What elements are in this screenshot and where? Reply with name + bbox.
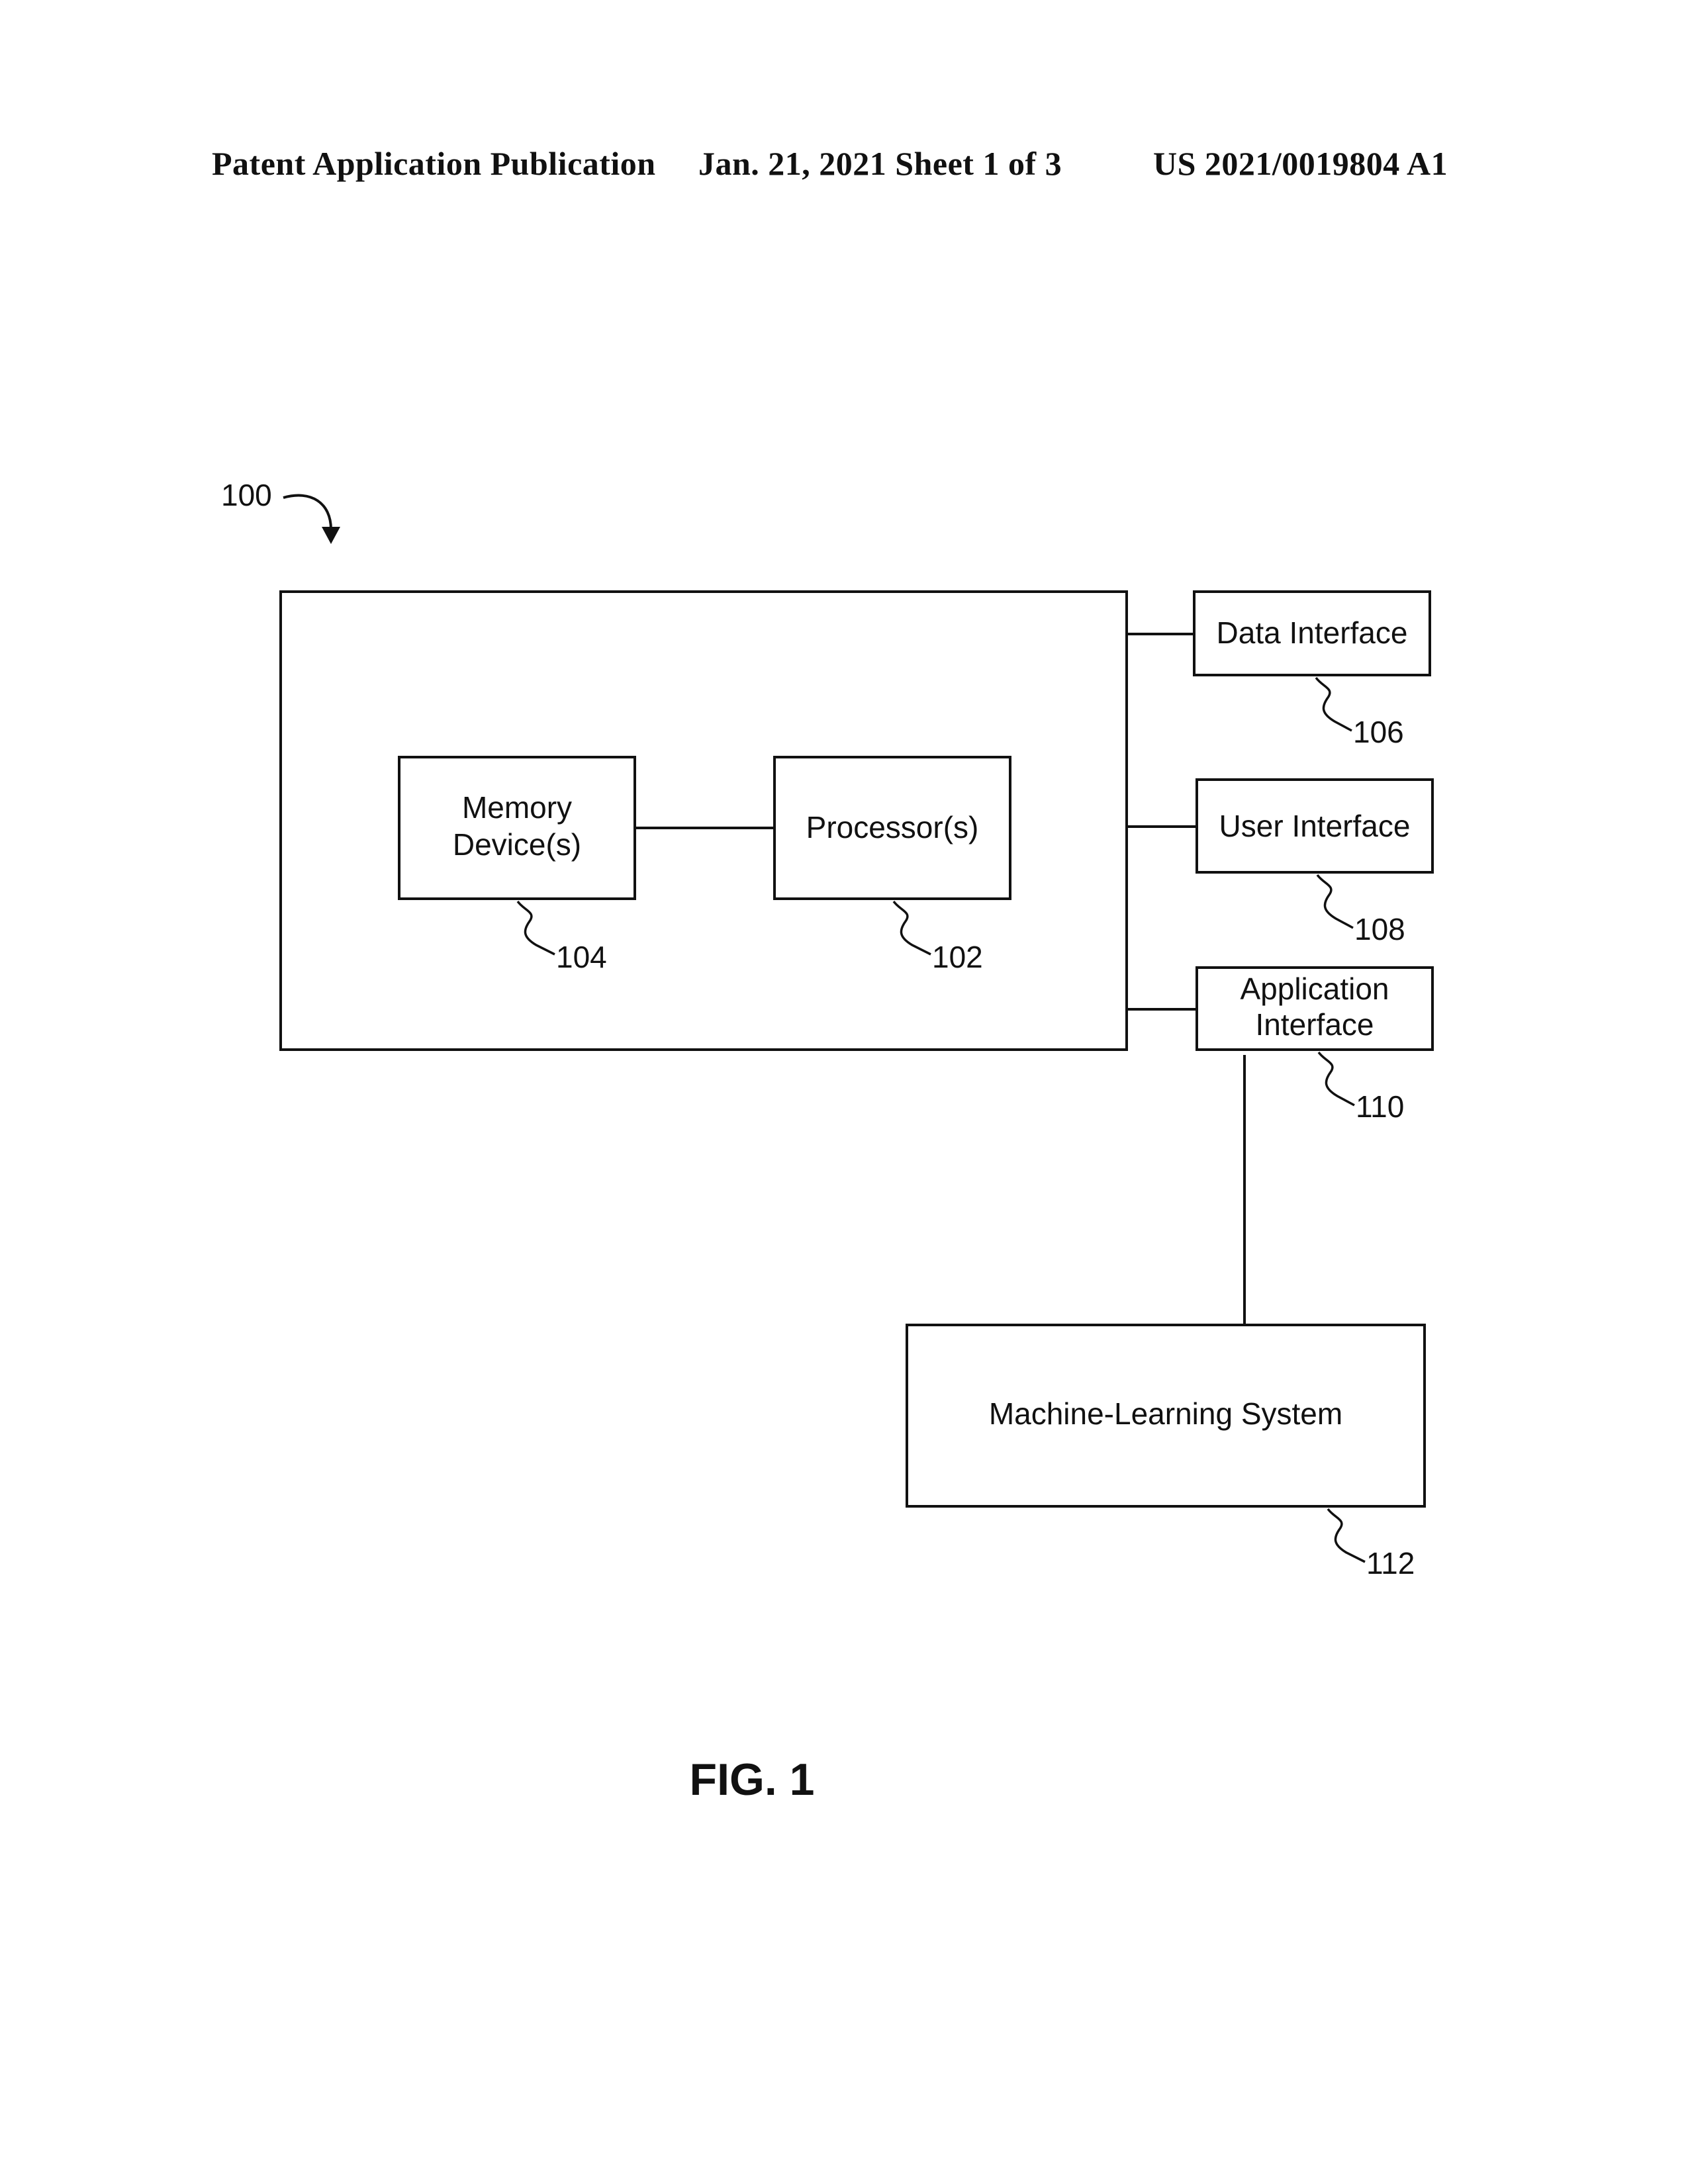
ml-system-ref-label: 112 <box>1366 1546 1415 1580</box>
memory-ref-leader <box>518 901 555 954</box>
application-interface-ref-leader <box>1319 1052 1354 1105</box>
figure-label: FIG. 1 <box>690 1754 815 1805</box>
system-ref-arrowhead <box>322 527 340 544</box>
application-interface-label-line2: Interface <box>1256 1007 1374 1042</box>
memory-device-label-line2: Device(s) <box>453 827 581 862</box>
ml-system-label: Machine-Learning System <box>989 1396 1342 1431</box>
memory-device-label-line1: Memory <box>462 790 572 825</box>
user-interface-ref-leader <box>1317 875 1353 928</box>
ml-system-ref-leader <box>1328 1509 1365 1562</box>
system-ref-label: 100 <box>221 478 272 512</box>
memory-ref-label: 104 <box>556 940 607 974</box>
processor-ref-leader <box>894 901 931 954</box>
system-ref-arrow <box>283 496 331 529</box>
processor-ref-label: 102 <box>932 940 983 974</box>
user-interface-ref-label: 108 <box>1354 912 1405 946</box>
application-interface-ref-label: 110 <box>1356 1089 1404 1124</box>
user-interface-label: User Interface <box>1219 809 1411 843</box>
application-interface-label-line1: Application <box>1240 972 1389 1006</box>
data-interface-label: Data Interface <box>1217 615 1408 650</box>
data-interface-ref-leader <box>1316 678 1352 731</box>
processor-label: Processor(s) <box>806 810 979 844</box>
data-interface-ref-label: 106 <box>1353 715 1404 749</box>
computing-system-box <box>281 592 1127 1050</box>
